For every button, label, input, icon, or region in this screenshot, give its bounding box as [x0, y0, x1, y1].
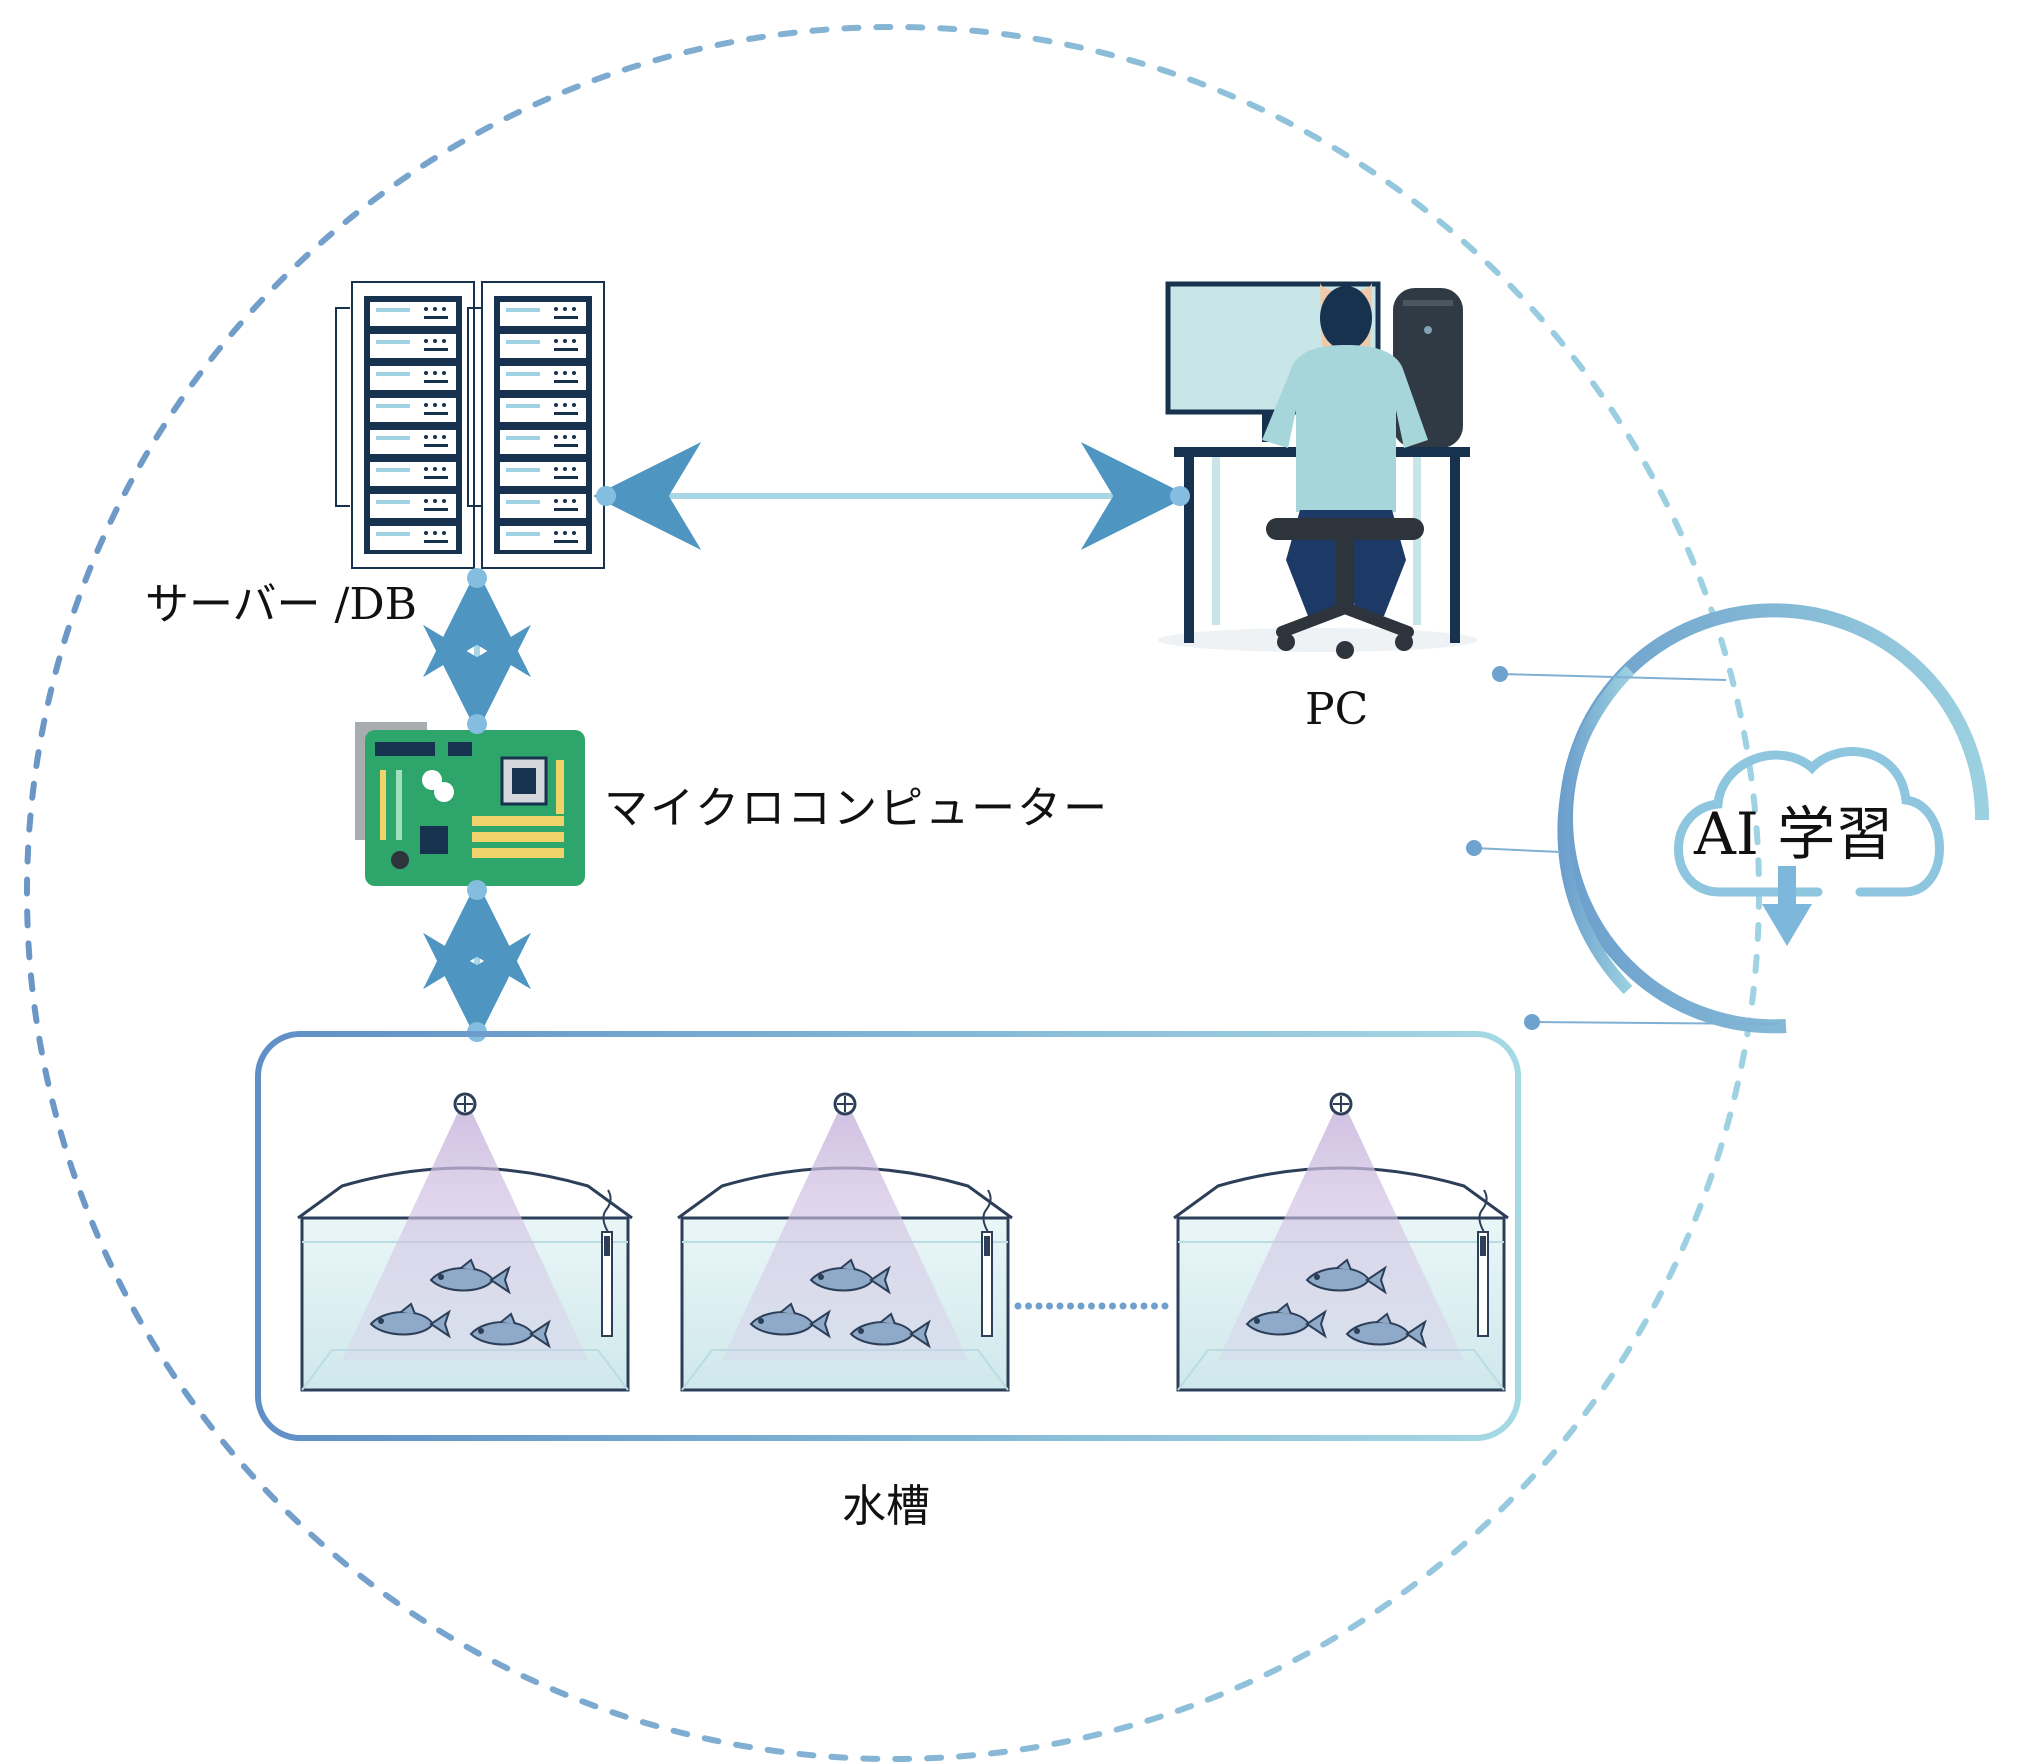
- fish-icon: [809, 1258, 891, 1295]
- camera-icon: [453, 1092, 477, 1116]
- camera-icon: [833, 1092, 857, 1116]
- fish-icon: [1305, 1258, 1387, 1295]
- cloud-download-icon: [1674, 747, 1944, 946]
- fish-tank-group: [297, 1092, 1509, 1392]
- fish-icon: [469, 1312, 551, 1349]
- tank-ellipsis: [1014, 1302, 1169, 1310]
- microcomputer-board-icon: [355, 722, 585, 886]
- fish-icon: [1245, 1302, 1327, 1339]
- pc-label: PC: [1305, 684, 1369, 735]
- tank-label: 水槽: [842, 1481, 930, 1532]
- fish-icon: [429, 1258, 511, 1295]
- tank-group-box: [255, 1031, 1521, 1441]
- fish-icon: [369, 1302, 451, 1339]
- fish-tank-icon: [1173, 1092, 1509, 1392]
- server-rack-icon: [335, 281, 605, 569]
- server-pc-connector: [593, 442, 1190, 550]
- ai-learning-label: AI 学習: [1694, 800, 1894, 868]
- micro-tank-connector: [423, 880, 531, 1042]
- server-micro-connector: [423, 568, 531, 734]
- fish-tank-icon: [677, 1092, 1013, 1392]
- pc-user-icon: [1158, 281, 1478, 659]
- fish-icon: [749, 1302, 831, 1339]
- fish-icon: [849, 1312, 931, 1349]
- ai-learning-group: [1466, 603, 1990, 1034]
- camera-icon: [1329, 1092, 1353, 1116]
- fish-icon: [1345, 1312, 1427, 1349]
- microcomputer-label: マイクロコンピューター: [604, 783, 1110, 834]
- server-db-label: サーバー /DB: [145, 579, 417, 630]
- fish-tank-icon: [297, 1092, 633, 1392]
- ai-inner-arc: [1557, 665, 1635, 995]
